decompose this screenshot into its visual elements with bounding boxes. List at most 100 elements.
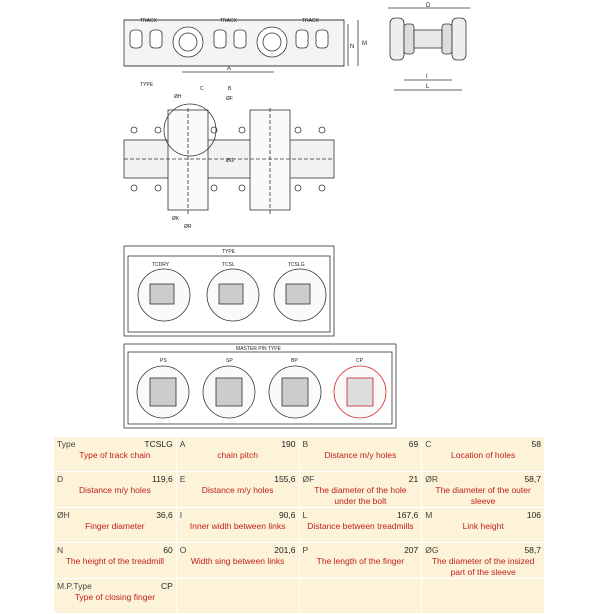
dim-c-label: C: [200, 86, 204, 92]
spec-cell-header: L 167,6: [303, 508, 419, 521]
spec-value: 58: [531, 439, 541, 449]
spec-description: Distance m/y holes: [324, 450, 397, 460]
type-item-tcdry: TCDRY: [152, 262, 170, 268]
spec-description: The height of the treadmill: [65, 556, 165, 566]
spec-cell-header: N 60: [57, 543, 173, 556]
spec-value: 167,6: [396, 510, 419, 520]
spec-description: Type of track chain: [79, 450, 151, 460]
spec-description: The diameter of the outer sleeve: [435, 485, 531, 506]
dim-k-label: ØK: [172, 216, 180, 222]
master-item-sp: SP: [226, 358, 233, 364]
spec-key: ØH: [57, 510, 70, 520]
master-item-ps: PS: [160, 358, 167, 364]
spec-value: 90,6: [278, 510, 296, 520]
dim-d-label: D: [426, 3, 431, 9]
type-item-tcsl: TCSL: [222, 262, 235, 268]
spec-value: 155,6: [274, 474, 296, 484]
spec-cell-header: E 155,6: [180, 472, 296, 485]
spec-value: 58,7: [524, 474, 541, 484]
chain-plan-view: [123, 103, 335, 214]
dim-m-label: M: [362, 41, 367, 47]
spec-key: I: [179, 510, 183, 520]
spec-key: C: [425, 439, 432, 449]
dim-l-label: L: [426, 84, 430, 90]
spec-value: 69: [408, 439, 419, 449]
spec-description: The diameter of the hole under the bolt: [314, 485, 407, 506]
spec-value: 60: [163, 545, 173, 555]
spec-key: ØG: [425, 545, 439, 555]
spec-key: ØR: [425, 474, 438, 484]
spec-description: Distance m/y holes: [78, 485, 151, 495]
spec-value: 201,6: [274, 545, 296, 555]
brand-mark-2: TRACK: [220, 18, 238, 24]
brand-mark-3: TRACK: [302, 18, 320, 24]
spec-key: N: [57, 545, 64, 555]
spec-key: L: [302, 510, 308, 520]
spec-value: CP: [160, 581, 173, 591]
spec-value: 106: [526, 510, 541, 520]
dim-type-label: TYPE: [140, 82, 154, 88]
spec-description: Distance m/y holes: [201, 485, 274, 495]
spec-cell-header: C 58: [425, 437, 541, 450]
spec-cell-header: Type TCSLG: [57, 437, 173, 450]
spec-key: O: [179, 545, 187, 555]
dim-f-label: ØF: [226, 96, 233, 102]
spec-key: P: [302, 545, 309, 555]
master-item-cp: CP: [356, 358, 364, 364]
type-panel: [123, 245, 335, 337]
brand-mark-1: TRACK: [140, 18, 158, 24]
spec-cell-empty: [421, 578, 545, 614]
spec-description: Finger diameter: [85, 521, 145, 531]
spec-cell-empty: [175, 578, 300, 614]
dim-r-label: ØR: [184, 224, 192, 230]
spec-key: E: [179, 474, 186, 484]
chain-end-view: [388, 7, 470, 91]
spec-cell-empty: [298, 578, 423, 614]
spec-value: TCSLG: [144, 439, 173, 449]
spec-cell: A 190 chain pitch: [175, 436, 300, 472]
spec-value: 21: [408, 474, 419, 484]
spec-description: chain pitch: [217, 450, 258, 460]
spec-description: Inner width between links: [189, 521, 286, 531]
type-panel-title: TYPE: [222, 249, 236, 255]
spec-key: Type: [57, 439, 76, 449]
dim-a-label: A: [227, 66, 231, 72]
dim-g-label: ØG: [226, 158, 234, 164]
spec-value: 190: [281, 439, 296, 449]
master-pin-panel: [123, 343, 397, 429]
spec-cell-header: A 190: [180, 437, 296, 450]
spec-key: D: [57, 474, 64, 484]
spec-value: 119,6: [152, 474, 173, 484]
spec-key: B: [302, 439, 309, 449]
dim-i-label: I: [426, 74, 428, 80]
spec-description: Width sing between links: [190, 556, 285, 566]
chain-side-view: [123, 19, 359, 73]
type-item-tcslg: TCSLG: [288, 262, 305, 268]
spec-key: A: [179, 439, 186, 449]
spec-description: Type of closing finger: [74, 592, 156, 602]
